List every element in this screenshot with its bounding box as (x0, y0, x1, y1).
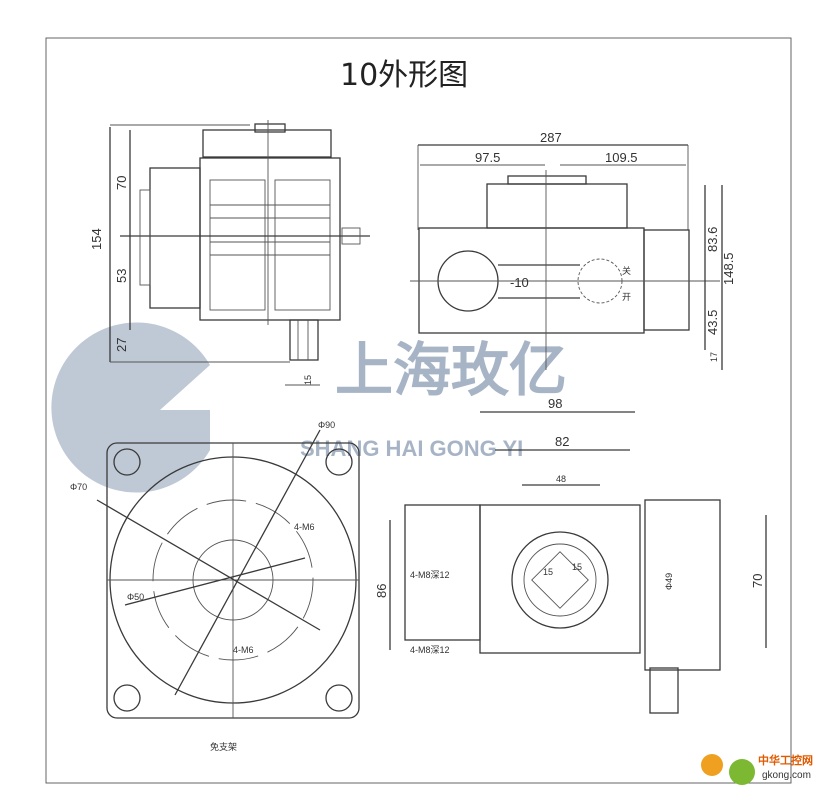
dim-label: Φ70 (70, 482, 87, 492)
dim-label: 82 (555, 434, 569, 449)
dim-label: 4-M6 (294, 522, 315, 532)
dim-label: 15 (303, 375, 313, 385)
dim-label: 154 (89, 228, 104, 250)
thread-label: 4-M8深12 (410, 645, 450, 655)
source-logo: 中华工控网 gkong.com (701, 753, 813, 785)
dim-label: Φ50 (127, 592, 144, 602)
watermark: 上海玫亿 SHANG HAI GONG YI (51, 322, 567, 493)
watermark-cn: 上海玫亿 (335, 336, 567, 404)
end-view: 98 82 48 86 70 Φ49 15 15 4-M8深12 4-M8深12 (374, 396, 767, 714)
thread-label: 4-M8深12 (410, 570, 450, 580)
watermark-logo-icon (51, 322, 211, 493)
dim-label: 83.6 (705, 227, 720, 252)
dim-label: -10 (510, 275, 529, 290)
side-view: 154 70 53 27 15 (89, 120, 370, 386)
gear-icon (701, 754, 723, 776)
dim-label: Φ49 (664, 573, 674, 590)
flange-view: Φ90 Φ70 Φ50 4-M6 4-M6 免支架 (70, 420, 360, 752)
front-view: 287 97.5 109.5 83.6 148.5 43.5 17 -10 关 … (410, 130, 736, 370)
dim-label: 86 (374, 584, 389, 598)
dim-label: 4-M6 (233, 645, 254, 655)
dim-label: 98 (548, 396, 562, 411)
dim-label: Φ90 (318, 420, 335, 430)
dim-label: 43.5 (705, 310, 720, 335)
dim-label: 48 (556, 474, 566, 484)
drawing-frame (45, 37, 792, 784)
drawing-title: 10外形图 (340, 58, 468, 93)
watermark-en: SHANG HAI GONG YI (300, 436, 523, 461)
dim-label: 109.5 (605, 150, 638, 165)
dim-label: 148.5 (721, 252, 736, 285)
dim-label: 17 (709, 352, 719, 362)
dim-label: 15 (543, 567, 553, 577)
gear-icon (729, 759, 755, 785)
dim-label: 27 (114, 338, 129, 352)
flange-caption: 免支架 (210, 741, 237, 752)
switch-close-label: 关 (622, 265, 631, 276)
dim-label: 287 (540, 130, 562, 145)
switch-open-label: 开 (622, 292, 631, 302)
dim-label: 70 (114, 176, 129, 190)
dim-label: 53 (114, 269, 129, 283)
source-logo-url: gkong.com (762, 770, 811, 781)
dim-label: 70 (750, 574, 765, 588)
dim-label: 97.5 (475, 150, 500, 165)
source-logo-cn: 中华工控网 (758, 753, 813, 767)
dim-label: 15 (572, 562, 582, 572)
